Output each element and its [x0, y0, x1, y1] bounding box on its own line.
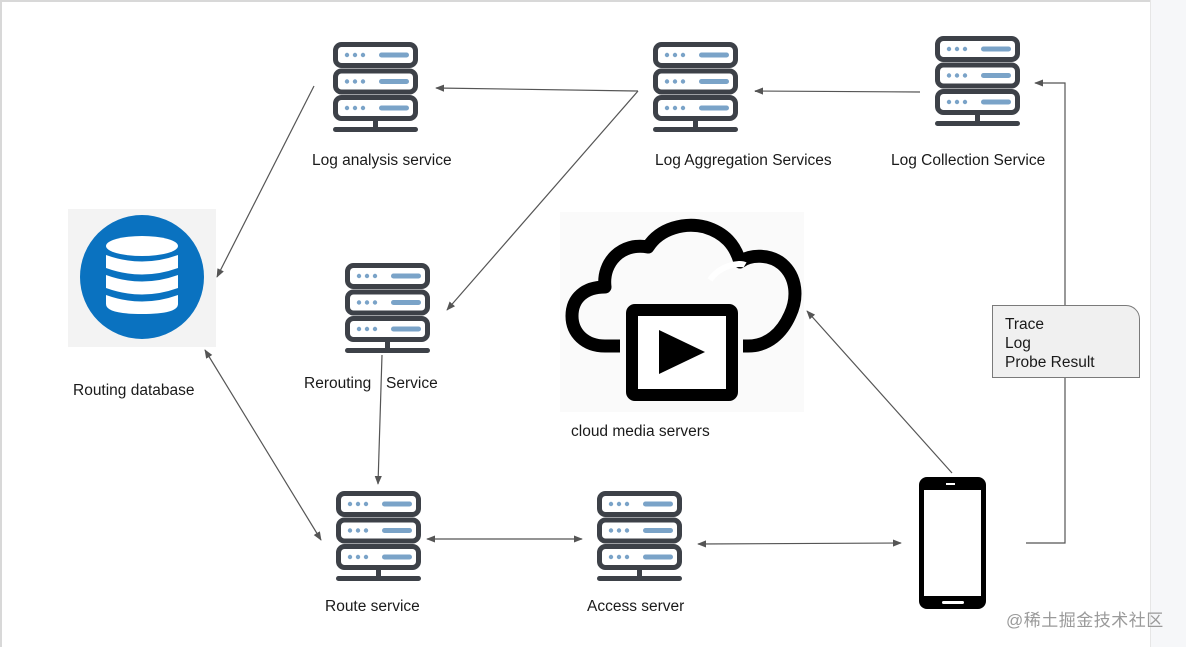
log-analysis-server-icon[interactable]	[333, 45, 418, 133]
cloud-media-label: cloud media servers	[571, 423, 710, 440]
route-service-label: Route service	[325, 598, 420, 615]
edge-aggregation-to-analysis	[435, 84, 639, 92]
smartphone-icon[interactable]	[919, 477, 986, 609]
trace-log-note[interactable]: Trace Log Probe Result	[992, 305, 1140, 378]
note-line-probe-result: Probe Result	[1005, 354, 1095, 371]
edge-access-mobile	[697, 539, 902, 548]
access-server-label: Access server	[587, 598, 685, 615]
edge-note-to-collection	[1034, 79, 1066, 305]
note-line-trace: Trace	[1005, 316, 1045, 333]
edge-analysis-to-database	[216, 85, 315, 278]
database-icon[interactable]	[68, 209, 216, 347]
edge-aggregation-to-rerouting	[446, 90, 639, 311]
cloud-video-icon[interactable]	[560, 212, 804, 412]
log-collection-label: Log Collection Service	[891, 152, 1046, 169]
side-panel	[1150, 0, 1186, 647]
rerouting-label-part2: Service	[386, 375, 438, 392]
log-aggregation-label: Log Aggregation Services	[655, 152, 832, 169]
route-service-server-icon[interactable]	[336, 494, 421, 582]
edge-collection-to-aggregation	[754, 87, 921, 95]
edge-mobile-to-cloud	[806, 310, 953, 474]
rerouting-server-icon[interactable]	[345, 266, 430, 354]
edge-mobile-to-note	[1026, 378, 1066, 544]
note-line-log: Log	[1005, 335, 1031, 352]
routing-database-label: Routing database	[73, 382, 195, 399]
watermark: @稀土掘金技术社区	[1006, 611, 1164, 630]
log-collection-server-icon[interactable]	[935, 39, 1020, 127]
edge-database-route	[204, 349, 322, 541]
log-aggregation-server-icon[interactable]	[653, 45, 738, 133]
rerouting-label-part1: Rerouting	[304, 375, 372, 392]
log-analysis-label: Log analysis service	[312, 152, 452, 169]
access-server-icon[interactable]	[597, 494, 682, 582]
edge-rerouting-to-route	[374, 354, 383, 485]
